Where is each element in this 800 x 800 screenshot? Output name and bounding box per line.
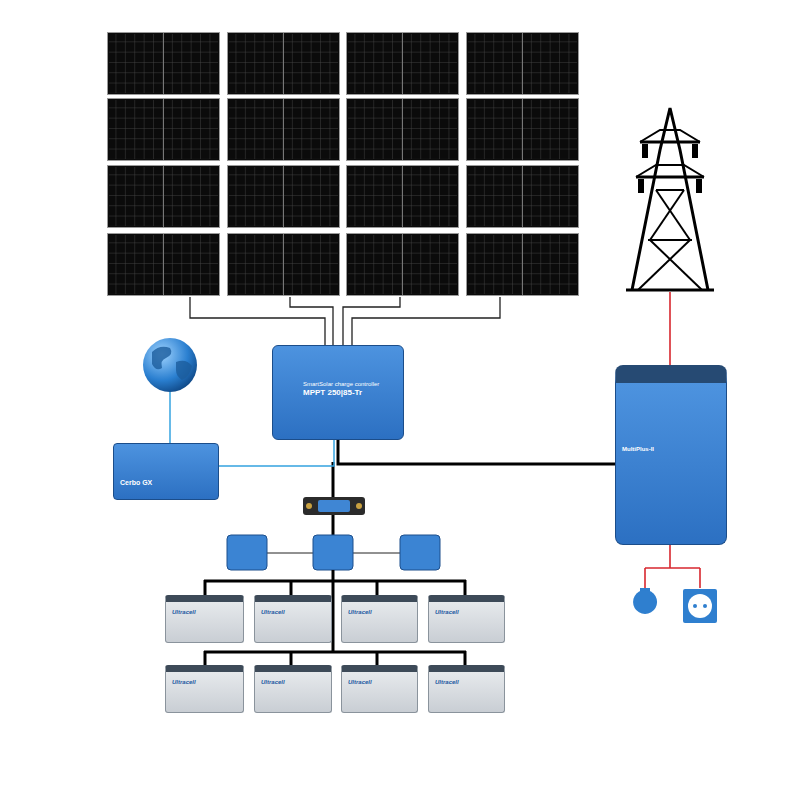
lattice [648, 239, 692, 241]
solar-panel [347, 234, 459, 296]
dc-cable [338, 440, 615, 464]
device-label: Ultracell [348, 608, 413, 616]
shunt-bolt [356, 503, 362, 509]
inverter-charger: MultiPlus-II [615, 365, 727, 545]
dc-bus [332, 515, 335, 536]
ac-wire [669, 542, 671, 568]
solar-panel [467, 234, 579, 296]
ac-wire [644, 568, 646, 588]
solar-panel [108, 234, 220, 296]
continent [152, 347, 171, 370]
ac-wire [645, 567, 700, 569]
balancer-wire [266, 553, 313, 554]
shunt-cover [318, 500, 350, 512]
lattice [638, 240, 690, 290]
device-label: Ultracell [172, 678, 239, 686]
device-label: Ultracell [435, 678, 500, 686]
insulator [692, 144, 698, 158]
dc-bus [332, 462, 335, 499]
bus-bar [204, 651, 466, 654]
lattice [656, 190, 690, 240]
crossarm [636, 176, 704, 179]
socket-hole [693, 604, 697, 608]
network-cable [219, 440, 334, 466]
lattice [656, 189, 684, 191]
globe-icon [143, 338, 197, 392]
device-label: Ultracell [261, 678, 327, 686]
balancer [400, 535, 440, 570]
solar-panel [108, 33, 220, 95]
socket-plate [683, 589, 717, 623]
shunt-bolt [306, 503, 312, 509]
solar-panel [228, 166, 340, 228]
battery: Ultracell [428, 665, 505, 713]
network-line [169, 392, 171, 444]
solar-panel [467, 33, 579, 95]
lattice [650, 240, 702, 290]
device-label: Ultracell [172, 608, 239, 616]
ac-out-line [645, 542, 700, 588]
pv-wire [190, 297, 325, 348]
solar-panel [467, 99, 579, 161]
solar-panel [467, 166, 579, 228]
solar-panel [108, 99, 220, 161]
battery: Ultracell [341, 595, 418, 643]
gx-device: Cerbo GX [113, 443, 219, 500]
charge-controller: SmartSolar charge controllerMPPT 250|85-… [272, 345, 404, 440]
battery: Ultracell [428, 595, 505, 643]
device-label: Ultracell [261, 608, 327, 616]
pylon [626, 108, 714, 290]
solar-array [108, 33, 579, 296]
smartshunt [303, 497, 365, 515]
balancer [313, 535, 353, 570]
crossarm-brace [640, 130, 700, 142]
solar-panel [347, 166, 459, 228]
solar-panel [228, 33, 340, 95]
battery: Ultracell [341, 665, 418, 713]
pylon-legs [632, 108, 708, 290]
battery: Ultracell [165, 595, 244, 643]
model-label: MPPT 250|85-Tr [303, 388, 393, 398]
balancer [227, 535, 267, 570]
insulator [642, 144, 648, 158]
pylon-base [626, 289, 714, 292]
balancer-wire [352, 553, 400, 554]
crossarm [640, 141, 700, 144]
device-label: SmartSolar charge controller [303, 380, 393, 388]
battery-balancers [227, 535, 440, 570]
device-label: Ultracell [348, 678, 413, 686]
socket-hole [703, 604, 707, 608]
bus-bar [204, 580, 466, 583]
insulator [696, 179, 702, 193]
battery: Ultracell [254, 665, 332, 713]
insulator [638, 179, 644, 193]
pv-wire [352, 297, 500, 348]
device-label: Ultracell [435, 608, 500, 616]
socket-icon [683, 589, 717, 623]
lattice [650, 190, 684, 240]
bulb-icon [633, 588, 657, 614]
pv-wire [290, 297, 333, 348]
solar-panel [347, 99, 459, 161]
bulb-glass [633, 590, 657, 614]
solar-panel [228, 234, 340, 296]
insulators [638, 144, 702, 193]
solar-panel [108, 166, 220, 228]
crossarm-brace [636, 165, 704, 177]
solar-panel [347, 33, 459, 95]
battery: Ultracell [254, 595, 332, 643]
shunt-body [303, 497, 365, 515]
pv-strings [190, 297, 500, 348]
continent [176, 361, 192, 380]
globe [143, 338, 197, 392]
socket-face [688, 594, 712, 618]
device-label: Cerbo GX [120, 478, 212, 487]
battery: Ultracell [165, 665, 244, 713]
grid-line [669, 292, 671, 368]
device-label: MultiPlus-II [622, 445, 720, 453]
solar-panel [228, 99, 340, 161]
ac-wire [699, 568, 701, 588]
